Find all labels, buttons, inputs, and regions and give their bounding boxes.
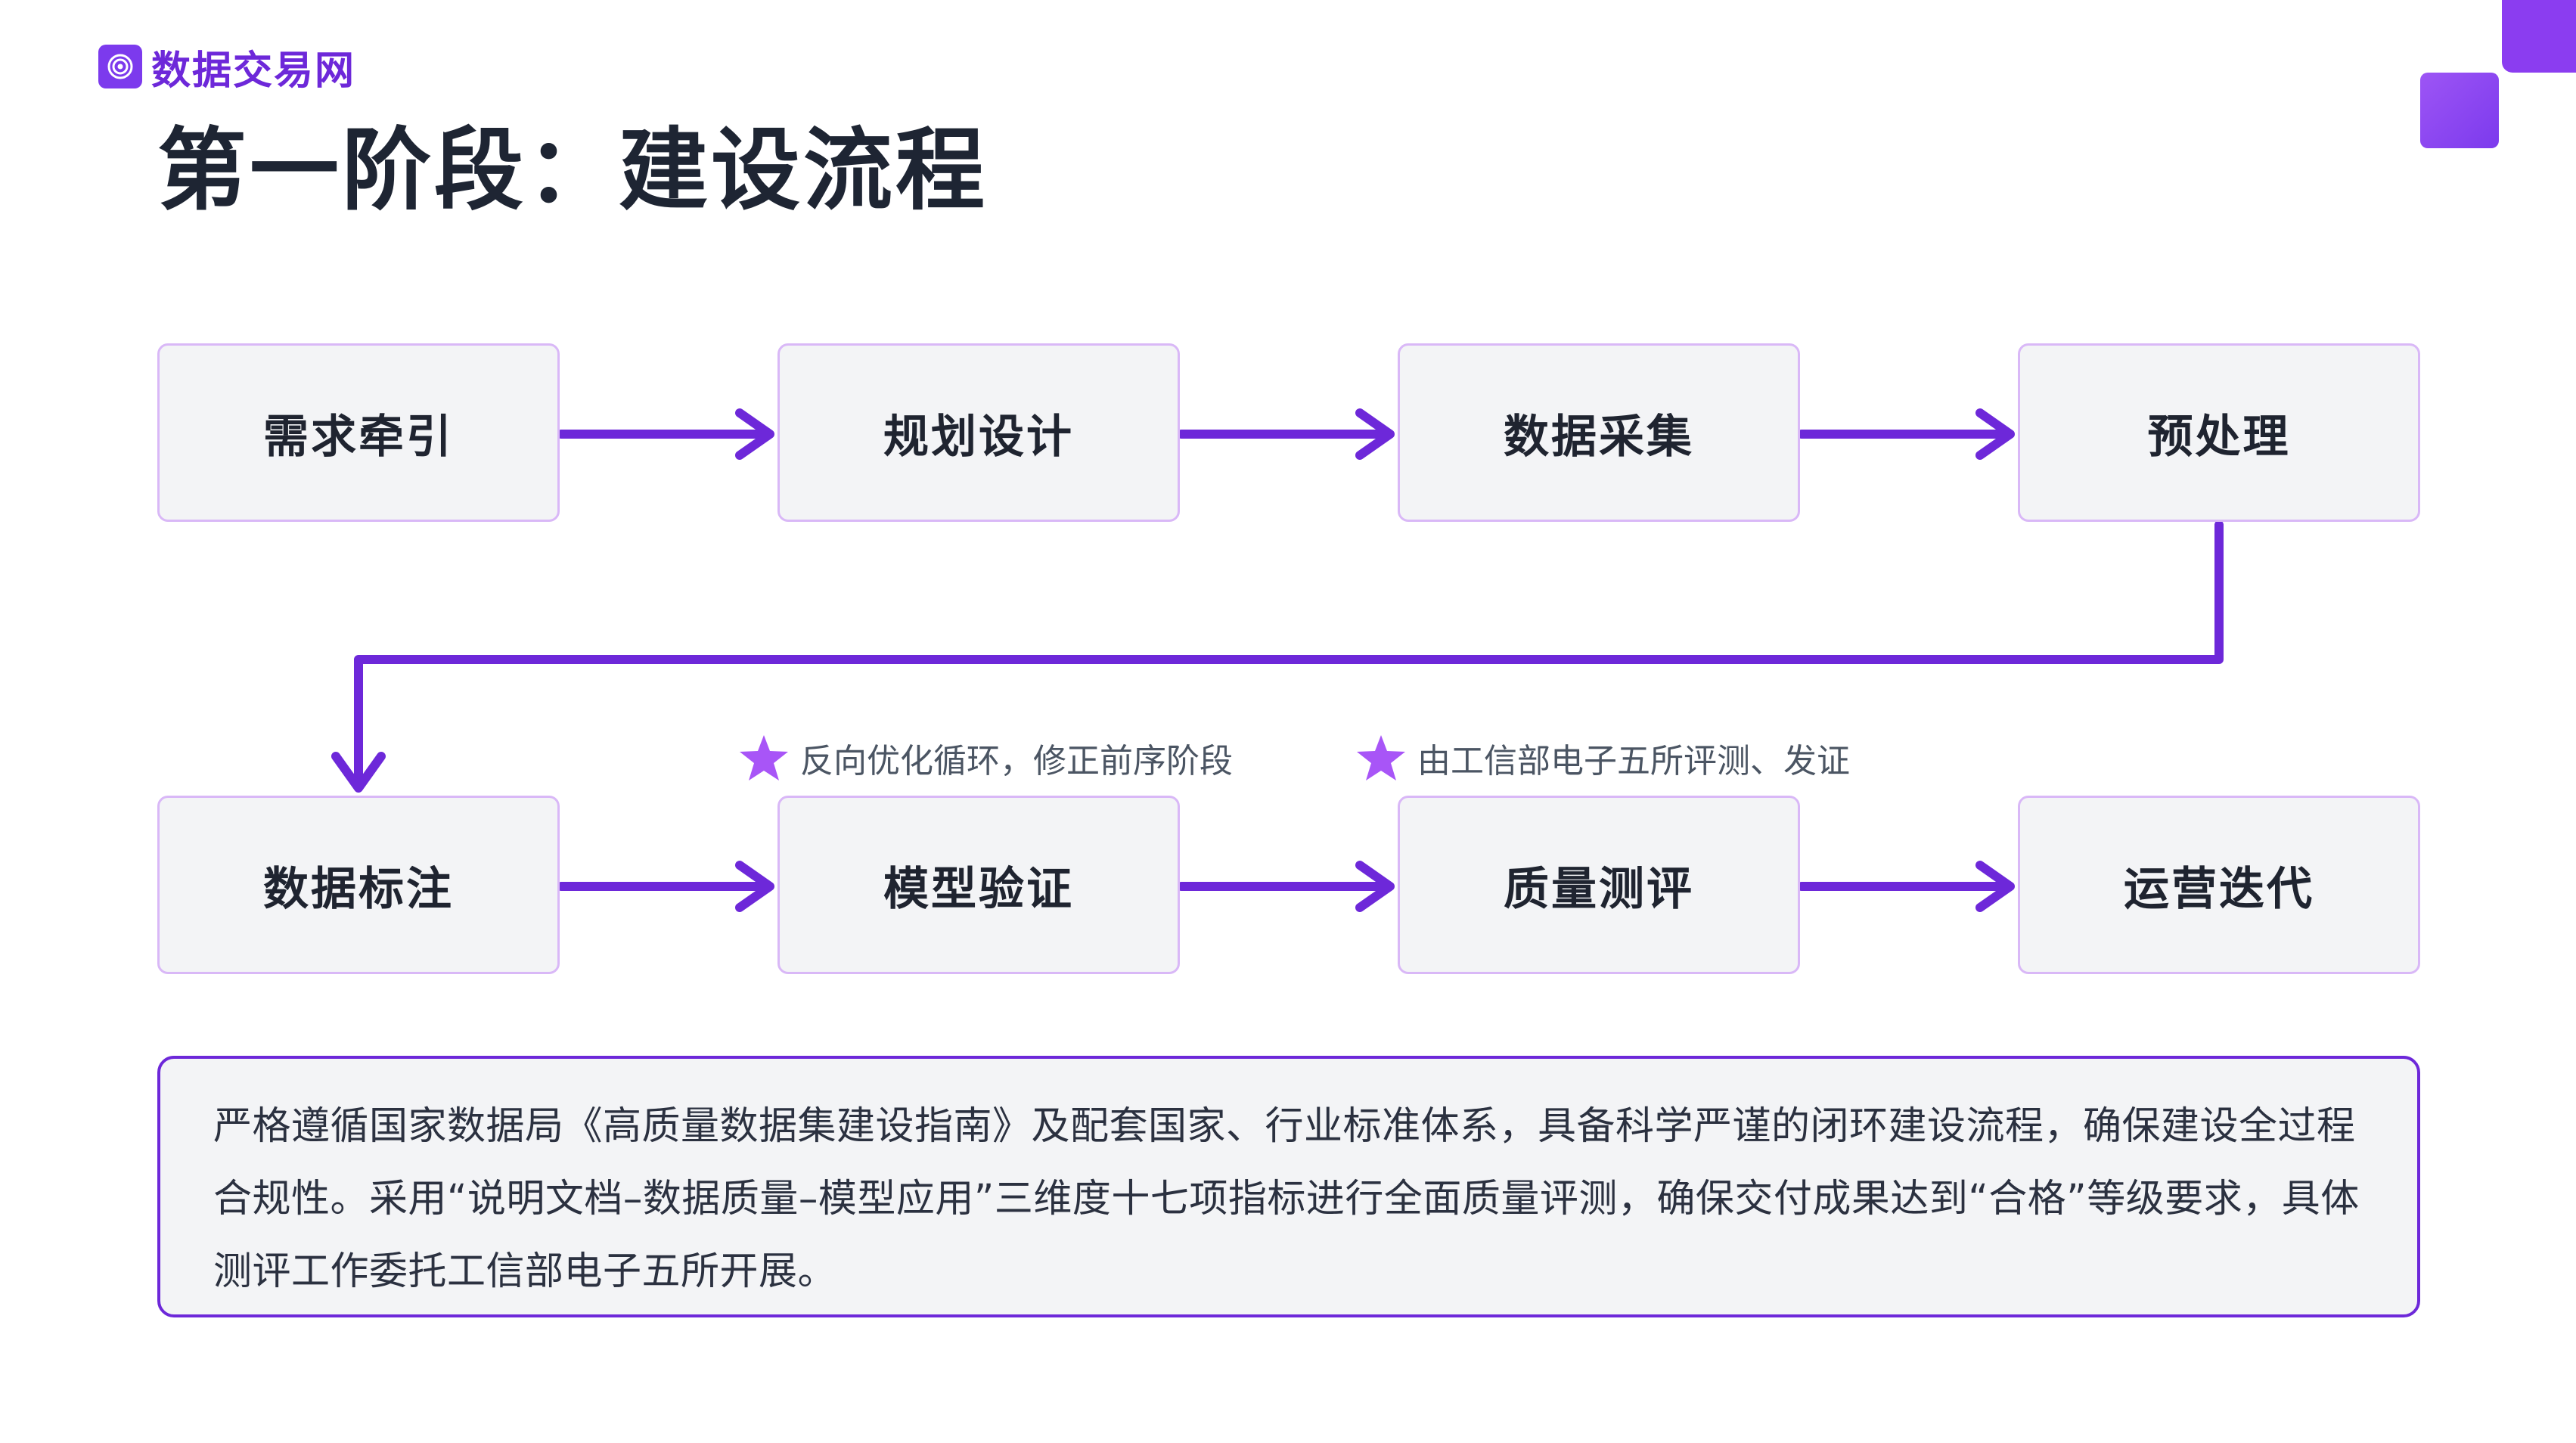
description-text: 严格遵循国家数据局《高质量数据集建设指南》及配套国家、行业标准体系，具备科学严谨…: [213, 1104, 2360, 1294]
brand-name: 数据交易网: [151, 48, 356, 94]
step-box-model-validation: 模型验证: [777, 796, 1180, 974]
arrow-7-to-8: [1797, 861, 2015, 912]
arrow-6-to-7: [1177, 861, 1395, 912]
step-box-requirement: 需求牵引: [157, 343, 560, 522]
step-box-annotation: 数据标注: [157, 796, 560, 974]
note-feedback-text: 反向优化循环，修正前序阶段: [800, 742, 1233, 780]
step-box-operation-iteration: 运营迭代: [2018, 796, 2420, 974]
arrow-5-to-6: [557, 861, 774, 912]
step-box-collection: 数据采集: [1398, 343, 1800, 522]
brand-logo-icon: [98, 45, 142, 88]
star-icon: [740, 735, 788, 780]
corner-decoration-top: [2502, 0, 2576, 73]
note-feedback-loop: 反向优化循环，修正前序阶段: [738, 734, 1233, 782]
step-box-quality-evaluation: 质量测评: [1398, 796, 1800, 974]
arrow-2-to-3: [1177, 408, 1395, 460]
note-certification-text: 由工信部电子五所评测、发证: [1417, 742, 1850, 780]
arrow-1-to-2: [557, 408, 774, 460]
arrow-4-to-5-return: [331, 520, 2224, 793]
description-box: 严格遵循国家数据局《高质量数据集建设指南》及配套国家、行业标准体系，具备科学严谨…: [157, 1056, 2420, 1317]
page-title: 第一阶段：建设流程: [157, 118, 989, 222]
step-box-planning: 规划设计: [777, 343, 1180, 522]
arrow-3-to-4: [1797, 408, 2015, 460]
step-box-preprocessing: 预处理: [2018, 343, 2420, 522]
star-icon: [1357, 735, 1405, 780]
brand-logo[interactable]: 数据交易网: [98, 44, 355, 94]
corner-decoration-square: [2420, 73, 2499, 148]
note-certification: 由工信部电子五所评测、发证: [1355, 734, 1850, 782]
